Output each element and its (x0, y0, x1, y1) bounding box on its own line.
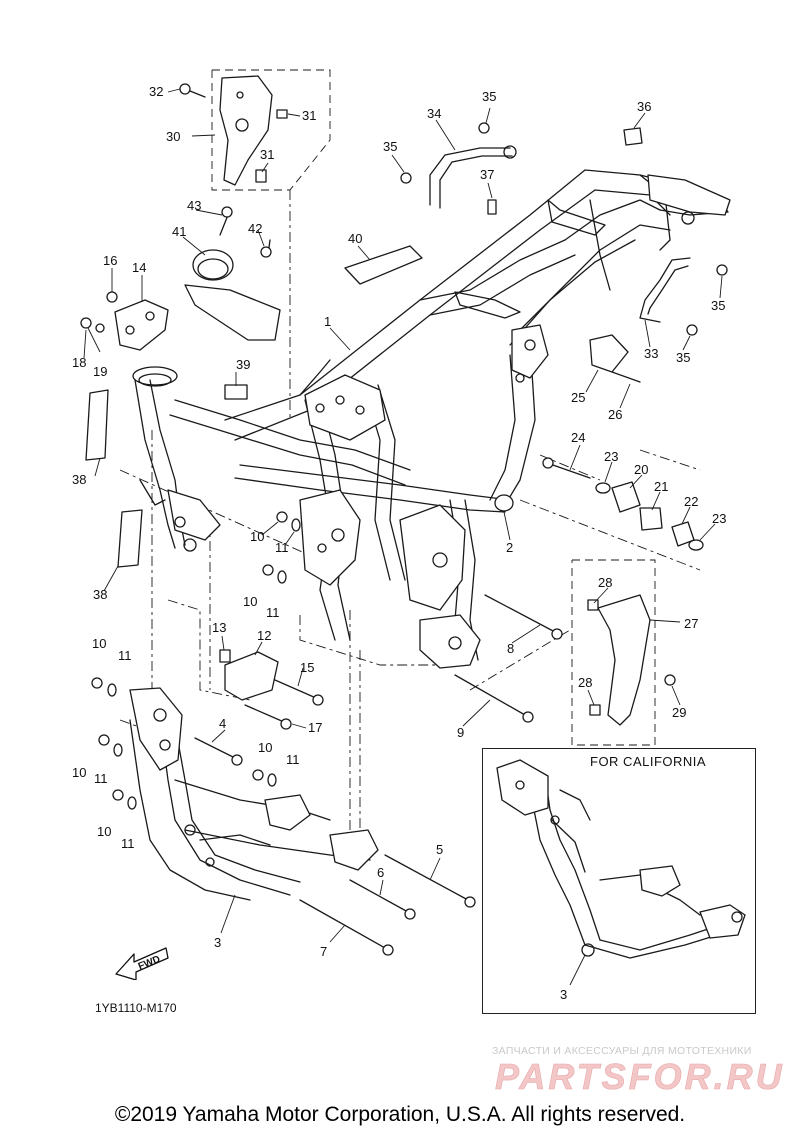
callout-14: 14 (132, 260, 146, 275)
small-parts (80, 75, 728, 956)
callout-35-lower: 35 (676, 350, 690, 365)
callout-22: 22 (684, 494, 698, 509)
callout-10-d: 10 (72, 765, 86, 780)
callout-10-b: 10 (243, 594, 257, 609)
callout-13: 13 (212, 620, 226, 635)
california-inset-drawing: 3 (496, 759, 746, 1002)
main-frame (132, 169, 731, 669)
callout-31-upper: 31 (302, 108, 316, 123)
callout-8: 8 (507, 641, 514, 656)
callout-23-upper: 23 (604, 449, 618, 464)
callout-1: 1 (324, 314, 331, 329)
watermark-logo: PARTSFOR.RU (495, 1058, 785, 1096)
callout-18: 18 (72, 355, 86, 370)
lower-cradle (129, 687, 379, 901)
callout-39: 39 (236, 357, 250, 372)
callout-20: 20 (634, 462, 648, 477)
callout-3-inset: 3 (560, 987, 567, 1002)
callout-11-b: 11 (266, 605, 280, 620)
callout-30: 30 (166, 129, 180, 144)
callout-35-right: 35 (711, 298, 725, 313)
callout-28-upper: 28 (598, 575, 612, 590)
callout-7: 7 (320, 944, 327, 959)
callout-4: 4 (219, 716, 226, 731)
callout-10-c: 10 (92, 636, 106, 651)
callout-11-a: 11 (275, 540, 289, 555)
callout-35-left: 35 (383, 139, 397, 154)
callout-17: 17 (308, 720, 322, 735)
callout-labels: 32 30 31 31 34 35 35 36 37 35 33 35 40 1… (72, 84, 726, 959)
callout-9: 9 (457, 725, 464, 740)
california-label: FOR CALIFORNIA (590, 754, 707, 769)
callout-35-top: 35 (482, 89, 496, 104)
callout-25: 25 (571, 390, 585, 405)
watermark-tagline: ЗАПЧАСТИ И АКСЕССУАРЫ ДЛЯ МОТОТЕХНИКИ (492, 1045, 752, 1057)
callout-11-f: 11 (121, 836, 135, 851)
fwd-label: FWD (137, 954, 162, 973)
callout-32: 32 (149, 84, 163, 99)
callout-38-upper: 38 (72, 472, 86, 487)
callout-10-a: 10 (250, 529, 264, 544)
callout-5: 5 (436, 842, 443, 857)
callout-28-lower: 28 (578, 675, 592, 690)
callout-12: 12 (257, 628, 271, 643)
california-inset (482, 748, 756, 1014)
callout-23-lower: 23 (712, 511, 726, 526)
callout-10-f: 10 (97, 824, 111, 839)
callout-42: 42 (248, 221, 262, 236)
callout-38-lower: 38 (93, 587, 107, 602)
callout-40: 40 (348, 231, 362, 246)
callout-29: 29 (672, 705, 686, 720)
fwd-arrow-icon: FWD (115, 947, 169, 980)
callout-33: 33 (644, 346, 658, 361)
callout-11-e: 11 (286, 752, 300, 767)
callout-11-c: 11 (118, 648, 132, 663)
callout-2: 2 (506, 540, 513, 555)
callout-10-e: 10 (258, 740, 272, 755)
callout-15: 15 (300, 660, 314, 675)
callout-31-lower: 31 (260, 147, 274, 162)
copyright-notice: ©2019 Yamaha Motor Corporation, U.S.A. A… (114, 1103, 686, 1126)
callout-36: 36 (637, 99, 651, 114)
leader-lines (83, 88, 723, 943)
callout-16: 16 (103, 253, 117, 268)
callout-24: 24 (571, 430, 585, 445)
callout-26: 26 (608, 407, 622, 422)
callout-3: 3 (214, 935, 221, 950)
reference-lines (119, 69, 701, 840)
callout-34: 34 (427, 106, 441, 121)
callout-37: 37 (480, 167, 494, 182)
callout-27: 27 (684, 616, 698, 631)
callout-41: 41 (172, 224, 186, 239)
callout-43: 43 (187, 198, 201, 213)
callout-11-d: 11 (94, 771, 108, 786)
callout-21: 21 (654, 479, 668, 494)
watermark-logo-text: PARTSFOR.RU (495, 1058, 785, 1096)
diagram-code: 1YB1110-M170 (95, 1001, 177, 1015)
callout-6: 6 (377, 865, 384, 880)
callout-19: 19 (93, 364, 107, 379)
